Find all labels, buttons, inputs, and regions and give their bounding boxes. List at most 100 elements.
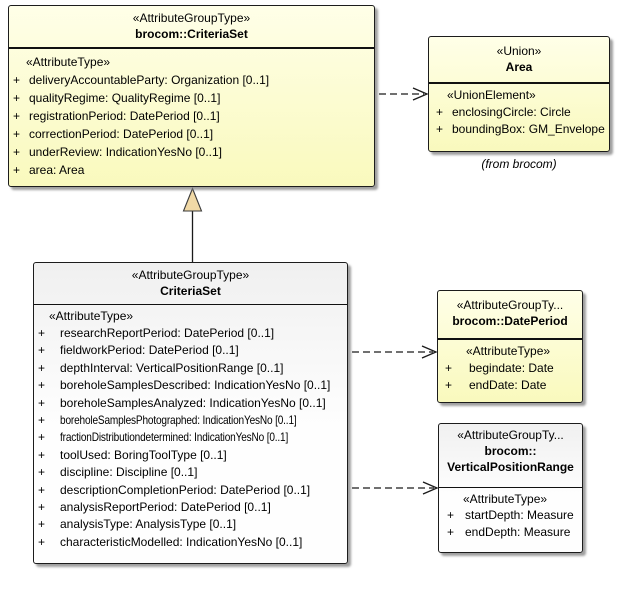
- class-header: «AttributeGroupType» brocom::CriteriaSet: [9, 6, 374, 49]
- attribute-row: + endDepth: Measure: [439, 524, 582, 541]
- visibility-marker: +: [38, 378, 46, 393]
- class-name: CriteriaSet: [160, 284, 221, 298]
- class-name: brocom::CriteriaSet: [135, 27, 248, 41]
- visibility-marker: +: [13, 91, 21, 105]
- visibility-marker: +: [445, 378, 453, 392]
- body-stereotype-label: «UnionElement»: [447, 88, 536, 102]
- visibility-marker: +: [38, 360, 46, 375]
- visibility-marker: +: [13, 73, 21, 87]
- visibility-marker: +: [38, 343, 46, 358]
- attribute-row: +boreholeSamplesDescribed: IndicationYes…: [34, 377, 347, 394]
- attribute-row: +characteristicModelled: IndicationYesNo…: [34, 534, 347, 551]
- visibility-marker: +: [38, 517, 46, 532]
- attribute-text: analysisReportPeriod: DatePeriod [0..1]: [60, 500, 271, 515]
- attribute-row: + boundingBox: GM_Envelope: [429, 121, 609, 138]
- attribute-text: registrationPeriod: DatePeriod [0..1]: [29, 109, 220, 123]
- attribute-row: + depthInterval: VerticalPositionRange [0…: [34, 360, 347, 377]
- attribute-text: researchReportPeriod: DatePeriod [0..1]: [60, 326, 275, 340]
- attribute-text: boundingBox: GM_Envelope: [452, 122, 605, 136]
- body-stereotype-label: «AttributeType»: [49, 309, 134, 323]
- attribute-row: + analysisReportPeriod: DatePeriod [0..1]: [34, 499, 347, 516]
- visibility-marker: +: [436, 105, 444, 119]
- stereotype-label: «AttributeGroupTy...: [456, 298, 564, 312]
- attribute-text: begindate: Date: [469, 361, 554, 375]
- generalization-connector[interactable]: [182, 187, 203, 263]
- class-box-area[interactable]: «Union» Area «UnionElement» + enclosingCi…: [428, 36, 610, 152]
- from-package-note: (from brocom): [481, 157, 557, 171]
- class-box-brocom-dateperiod[interactable]: «AttributeGroupTy... brocom::DatePeriod …: [437, 290, 583, 403]
- attribute-row: +begindate: Date: [438, 360, 582, 377]
- attribute-text: qualityRegime: QualityRegime [0..1]: [29, 91, 221, 105]
- attribute-text: fractionDistributiondetermined: Indicati…: [60, 430, 289, 445]
- visibility-marker: +: [13, 127, 21, 141]
- class-header: «Union» Area: [429, 37, 609, 84]
- visibility-marker: +: [38, 482, 46, 497]
- visibility-marker: +: [38, 430, 46, 445]
- attributes-compartment: «AttributeType» + researchReportPeriod: D…: [34, 305, 347, 551]
- attribute-row: + toolUsed: BoringToolType [0..1]: [34, 447, 347, 464]
- dependency-connector-verticalpositionrange[interactable]: [352, 481, 439, 495]
- dependency-connector-dateperiod[interactable]: [352, 345, 438, 359]
- visibility-marker: +: [38, 413, 46, 428]
- visibility-marker: +: [447, 524, 455, 539]
- attribute-text: endDate: Date: [469, 378, 547, 392]
- generalization-arrowhead: [182, 187, 203, 212]
- visibility-marker: +: [38, 500, 46, 515]
- attribute-text: discipline: Discipline [0..1]: [60, 465, 198, 480]
- attributes-compartment: «UnionElement» +enclosingCircle: Circle …: [429, 84, 609, 138]
- attribute-row: + qualityRegime: QualityRegime [0..1]: [9, 89, 374, 107]
- attribute-text: boreholeSamplesPhotographed: IndicationY…: [60, 413, 297, 428]
- attribute-text: fieldworkPeriod: DatePeriod [0..1]: [60, 343, 239, 358]
- body-stereotype-label: «AttributeType»: [26, 55, 111, 69]
- attribute-row: +area: Area: [9, 161, 374, 179]
- open-arrowhead-icon: [422, 481, 439, 495]
- class-box-criteriaset[interactable]: «AttributeGroupType» CriteriaSet «Attrib…: [33, 262, 348, 564]
- stereotype-label: «AttributeGroupTy...: [457, 428, 564, 442]
- visibility-marker: +: [38, 534, 46, 549]
- visibility-marker: +: [38, 447, 46, 462]
- open-arrowhead-icon: [412, 87, 429, 101]
- body-stereotype-label: «AttributeType»: [466, 344, 551, 358]
- attribute-row: + descriptionCompletionPeriod: DatePeriod…: [34, 482, 347, 499]
- class-header: «AttributeGroupTy... brocom::DatePeriod: [438, 291, 582, 340]
- attribute-row: + boreholeSamplesPhotographed: Indication…: [34, 412, 347, 429]
- attribute-row: + boreholeSamplesAnalyzed: IndicationYesN…: [34, 395, 347, 412]
- visibility-marker: +: [13, 163, 21, 177]
- attribute-text: boreholeSamplesAnalyzed: IndicationYesNo…: [60, 395, 326, 410]
- visibility-marker: +: [38, 395, 46, 410]
- class-box-brocom-verticalpositionrange[interactable]: «AttributeGroupTy... brocom:: VerticalPo…: [438, 423, 583, 553]
- attributes-compartment: «AttributeType» +deliveryAccountablePart…: [9, 49, 374, 179]
- attribute-row: + correctionPeriod: DatePeriod [0..1]: [9, 125, 374, 143]
- attribute-row: + endDate: Date: [438, 377, 582, 394]
- class-name-line2: VerticalPositionRange: [447, 460, 574, 474]
- attribute-row: +deliveryAccountableParty: Organization …: [9, 71, 374, 89]
- attributes-compartment: «AttributeType» +startDepth: Measure +en…: [439, 488, 582, 540]
- attribute-text: descriptionCompletionPeriod: DatePeriod …: [60, 482, 311, 497]
- visibility-marker: +: [447, 508, 455, 522]
- class-box-brocom-criteriaset[interactable]: «AttributeGroupType» brocom::CriteriaSet…: [8, 5, 375, 187]
- attribute-row: + enclosingCircle: Circle: [429, 104, 609, 121]
- attribute-row: +registrationPeriod: DatePeriod [0..1]: [9, 107, 374, 125]
- attribute-row: +analysisType: AnalysisType [0..1]: [34, 516, 347, 533]
- attribute-row: + fractionDistributiondetermined: Indicat…: [34, 429, 347, 446]
- class-header: «AttributeGroupType» CriteriaSet: [34, 263, 347, 305]
- stereotype-label: «AttributeGroupType»: [132, 11, 251, 25]
- attribute-text: underReview: IndicationYesNo [0..1]: [29, 145, 223, 159]
- attribute-text: endDepth: Measure: [465, 524, 571, 539]
- attribute-text: depthInterval: VerticalPositionRange [0.…: [60, 360, 284, 375]
- attribute-row: + startDepth: Measure: [439, 507, 582, 524]
- attribute-text: toolUsed: BoringToolType [0..1]: [60, 447, 227, 462]
- attribute-text: enclosingCircle: Circle: [452, 105, 571, 119]
- visibility-marker: +: [13, 145, 21, 159]
- class-name: Area: [505, 60, 533, 74]
- attribute-row: + fieldworkPeriod: DatePeriod [0..1]: [34, 342, 347, 359]
- stereotype-label: «AttributeGroupType»: [131, 268, 250, 282]
- attribute-text: startDepth: Measure: [465, 508, 574, 522]
- attribute-row: +discipline: Discipline [0..1]: [34, 464, 347, 481]
- attribute-text: correctionPeriod: DatePeriod [0..1]: [29, 127, 214, 141]
- class-name-line1: brocom::: [484, 444, 537, 458]
- visibility-marker: +: [436, 122, 444, 136]
- dependency-connector-area[interactable]: [379, 87, 429, 101]
- class-name: brocom::DatePeriod: [452, 314, 568, 328]
